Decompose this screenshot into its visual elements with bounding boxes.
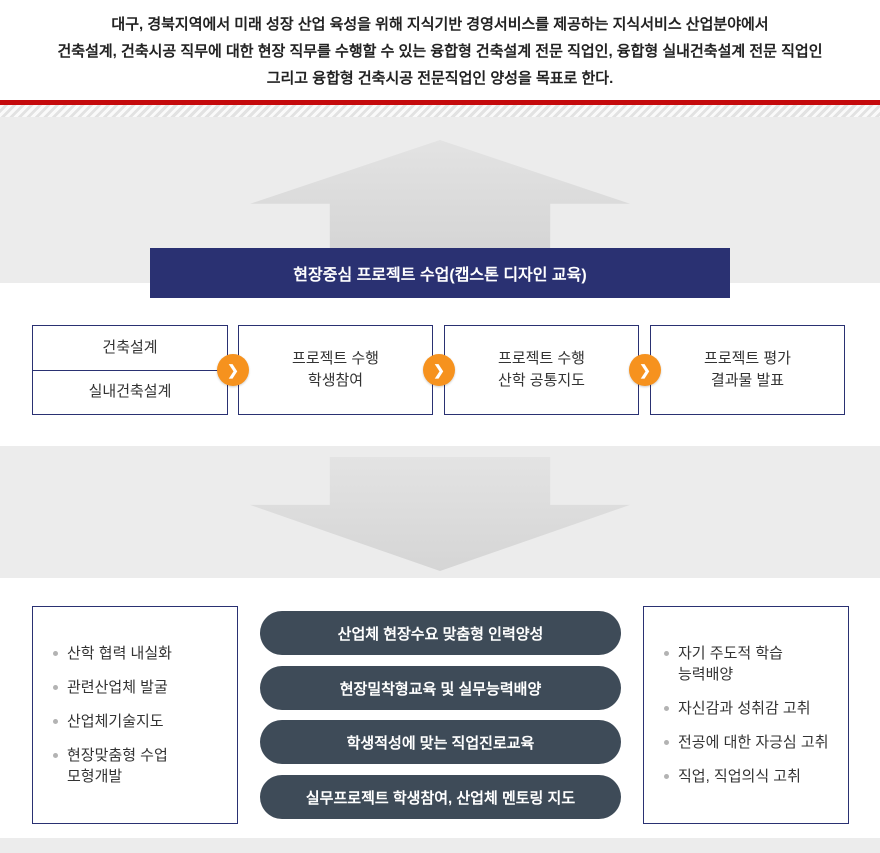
bullet-dot-icon [664,651,669,656]
bullet-dot-icon [53,651,58,656]
goal-pill-1: 산업체 현장수요 맞춤형 인력양성 [260,611,621,655]
bullet-label: 직업, 직업의식 고취 [678,768,801,785]
bullet-label: 산학 협력 내실화 [67,645,172,662]
step-box-3: 프로젝트 평가 결과물 발표 [650,325,845,415]
chevron-right-icon: ❯ [639,361,651,378]
arrow-circle-3: ❯ [629,354,661,386]
list-item: 산학 협력 내실화 [53,643,227,664]
down-arrow [250,457,630,571]
bullet-label: 전공에 대한 자긍심 고취 [678,734,829,751]
bullet-dot-icon [53,753,58,758]
goal-pill-3: 학생적성에 맞는 직업진로교육 [260,720,621,764]
intro-paragraph: 대구, 경북지역에서 미래 성장 산업 육성을 위해 지식기반 경영서비스를 제… [0,0,880,100]
track-architecture: 건축설계 [102,338,158,356]
step-label-2: 프로젝트 수행 산학 공통지도 [498,350,585,389]
red-divider [0,100,880,105]
goal-pill-2: 현장밀착형교육 및 실무능력배양 [260,666,621,710]
arrow-circle-1: ❯ [217,354,249,386]
up-arrow [250,140,630,250]
bullet-label: 자기 주도적 학습 능력배양 [678,645,783,683]
bullet-dot-icon [53,719,58,724]
industry-outcomes-box: 산학 협력 내실화 관련산업체 발굴 산업체기술지도 현장맞춤형 수업 모형개발 [32,606,238,824]
chevron-right-icon: ❯ [227,361,239,378]
list-item: 산업체기술지도 [53,711,227,732]
student-outcomes-box: 자기 주도적 학습 능력배양 자신감과 성취감 고취 전공에 대한 자긍심 고취… [643,606,849,824]
bullet-dot-icon [664,740,669,745]
list-item: 직업, 직업의식 고취 [664,766,838,787]
list-item: 자기 주도적 학습 능력배양 [664,643,838,685]
process-title-bar: 현장중심 프로젝트 수업(캡스톤 디자인 교육) [150,248,730,298]
intro-line-1: 대구, 경북지역에서 미래 성장 산업 육성을 위해 지식기반 경영서비스를 제… [111,16,769,33]
diagram-section: 현장중심 프로젝트 수업(캡스톤 디자인 교육) 건축설계 실내건축설계 프로젝… [0,117,880,853]
bullet-dot-icon [664,774,669,779]
chevron-right-icon: ❯ [433,361,445,378]
step-label-1: 프로젝트 수행 학생참여 [292,350,379,389]
list-item: 관련산업체 발굴 [53,677,227,698]
bullet-dot-icon [53,685,58,690]
intro-line-2: 건축설계, 건축시공 직무에 대한 현장 직무를 수행할 수 있는 융합형 건축… [57,43,823,60]
list-item: 현장맞춤형 수업 모형개발 [53,745,227,787]
bullet-dot-icon [664,706,669,711]
step-label-3: 프로젝트 평가 결과물 발표 [704,350,791,389]
intro-line-3: 그리고 융합형 건축시공 전문직업인 양성을 목표로 한다. [266,70,614,87]
track-interior-architecture: 실내건축설계 [33,369,227,415]
process-title: 현장중심 프로젝트 수업(캡스톤 디자인 교육) [293,267,587,284]
bullet-label: 산업체기술지도 [67,713,164,730]
step-box-1: 프로젝트 수행 학생참여 [238,325,433,415]
list-item: 자신감과 성취감 고취 [664,698,838,719]
bullet-label: 관련산업체 발굴 [67,679,168,696]
goal-pill-4: 실무프로젝트 학생참여, 산업체 멘토링 지도 [260,775,621,819]
bullet-label: 현장맞춤형 수업 모형개발 [67,747,168,785]
arrow-circle-2: ❯ [423,354,455,386]
hatch-stripe [0,105,880,117]
list-item: 전공에 대한 자긍심 고취 [664,732,838,753]
step-box-2: 프로젝트 수행 산학 공통지도 [444,325,639,415]
tracks-box: 건축설계 실내건축설계 [32,325,228,415]
bullet-label: 자신감과 성취감 고취 [678,700,811,717]
